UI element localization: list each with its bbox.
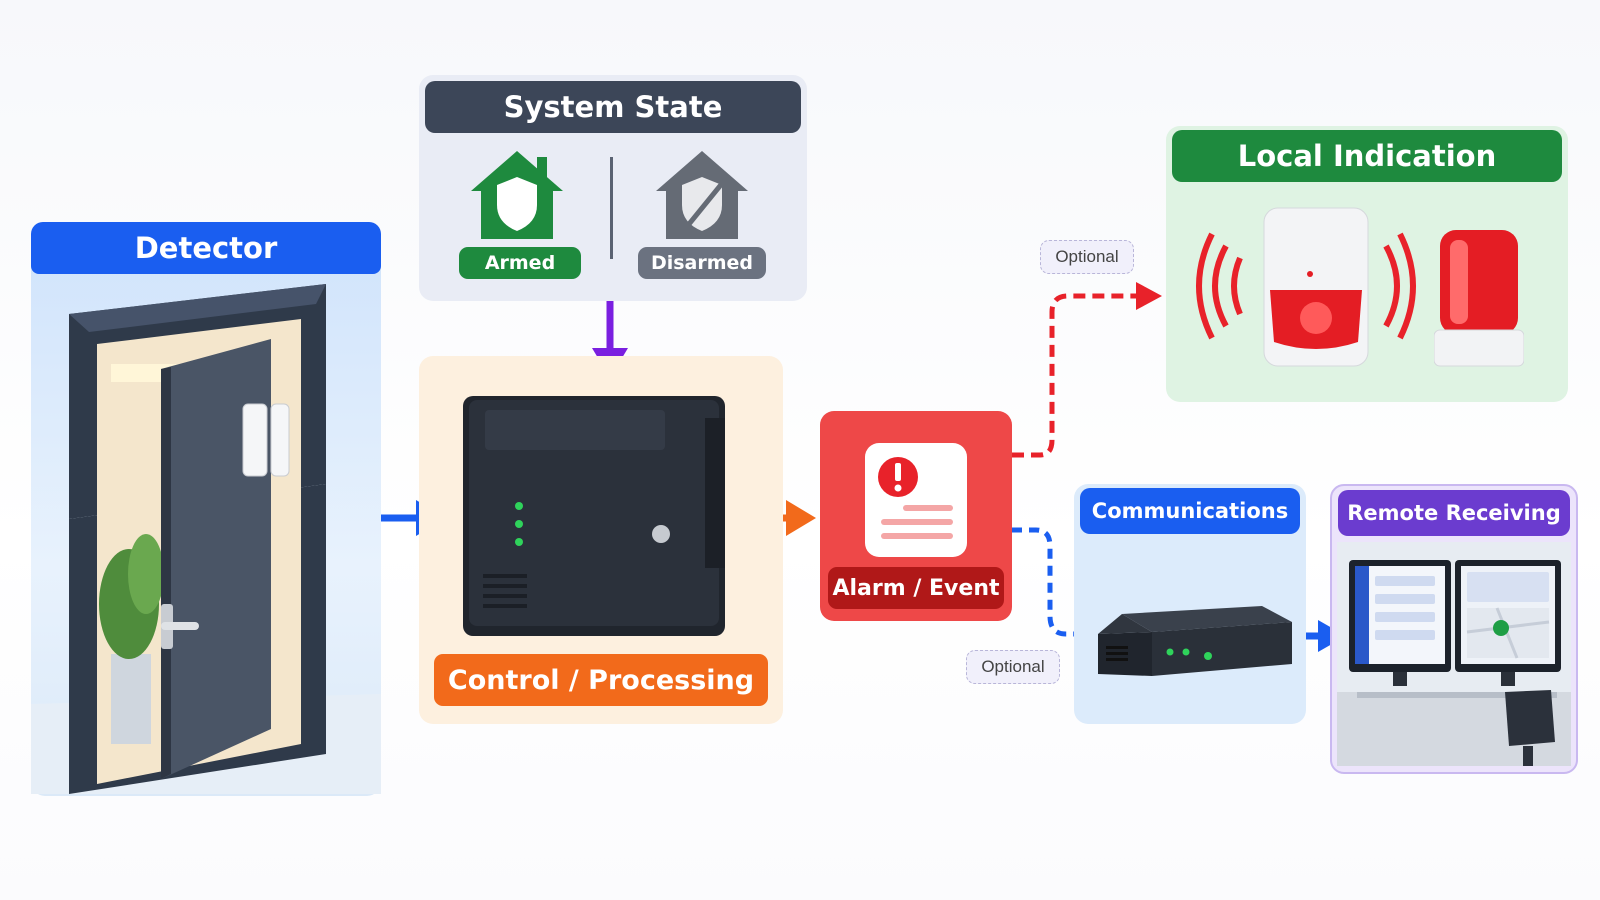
control-panel: Control / Processing [419,356,783,724]
disarmed-house-shield-icon [656,151,748,239]
monitoring-station-icon [1337,542,1571,766]
system-state-panel: System State Armed Disarmed [419,75,807,301]
system-state-title: System State [425,81,801,133]
remote-receiving-title: Remote Receiving [1338,490,1570,536]
alarm-panel: Alarm / Event [820,411,1012,621]
local-indication-panel: Local Indication [1166,126,1568,402]
armed-badge: Armed [459,247,581,279]
optional-comms-label: Optional [966,650,1060,684]
siren-icon [1196,207,1416,367]
beacon-icon [1434,230,1524,367]
state-divider [610,157,613,259]
alarm-label: Alarm / Event [828,567,1004,609]
remote-receiving-panel: Remote Receiving [1330,484,1578,774]
control-unit-icon [463,396,725,636]
detector-title: Detector [31,222,381,274]
detector-panel: Detector [31,222,381,796]
communications-panel: Communications [1074,484,1306,724]
communications-title: Communications [1080,488,1300,534]
alarm-document-icon [865,443,967,557]
armed-house-shield-icon [471,151,563,239]
optional-local-label: Optional [1040,240,1134,274]
control-label: Control / Processing [434,654,768,706]
arrow-alarm-to-local-indication [1012,282,1162,458]
local-indication-title: Local Indication [1172,130,1562,182]
disarmed-badge: Disarmed [638,247,766,279]
door-with-sensor-icon [31,284,381,794]
communicator-device-icon [1098,606,1292,676]
